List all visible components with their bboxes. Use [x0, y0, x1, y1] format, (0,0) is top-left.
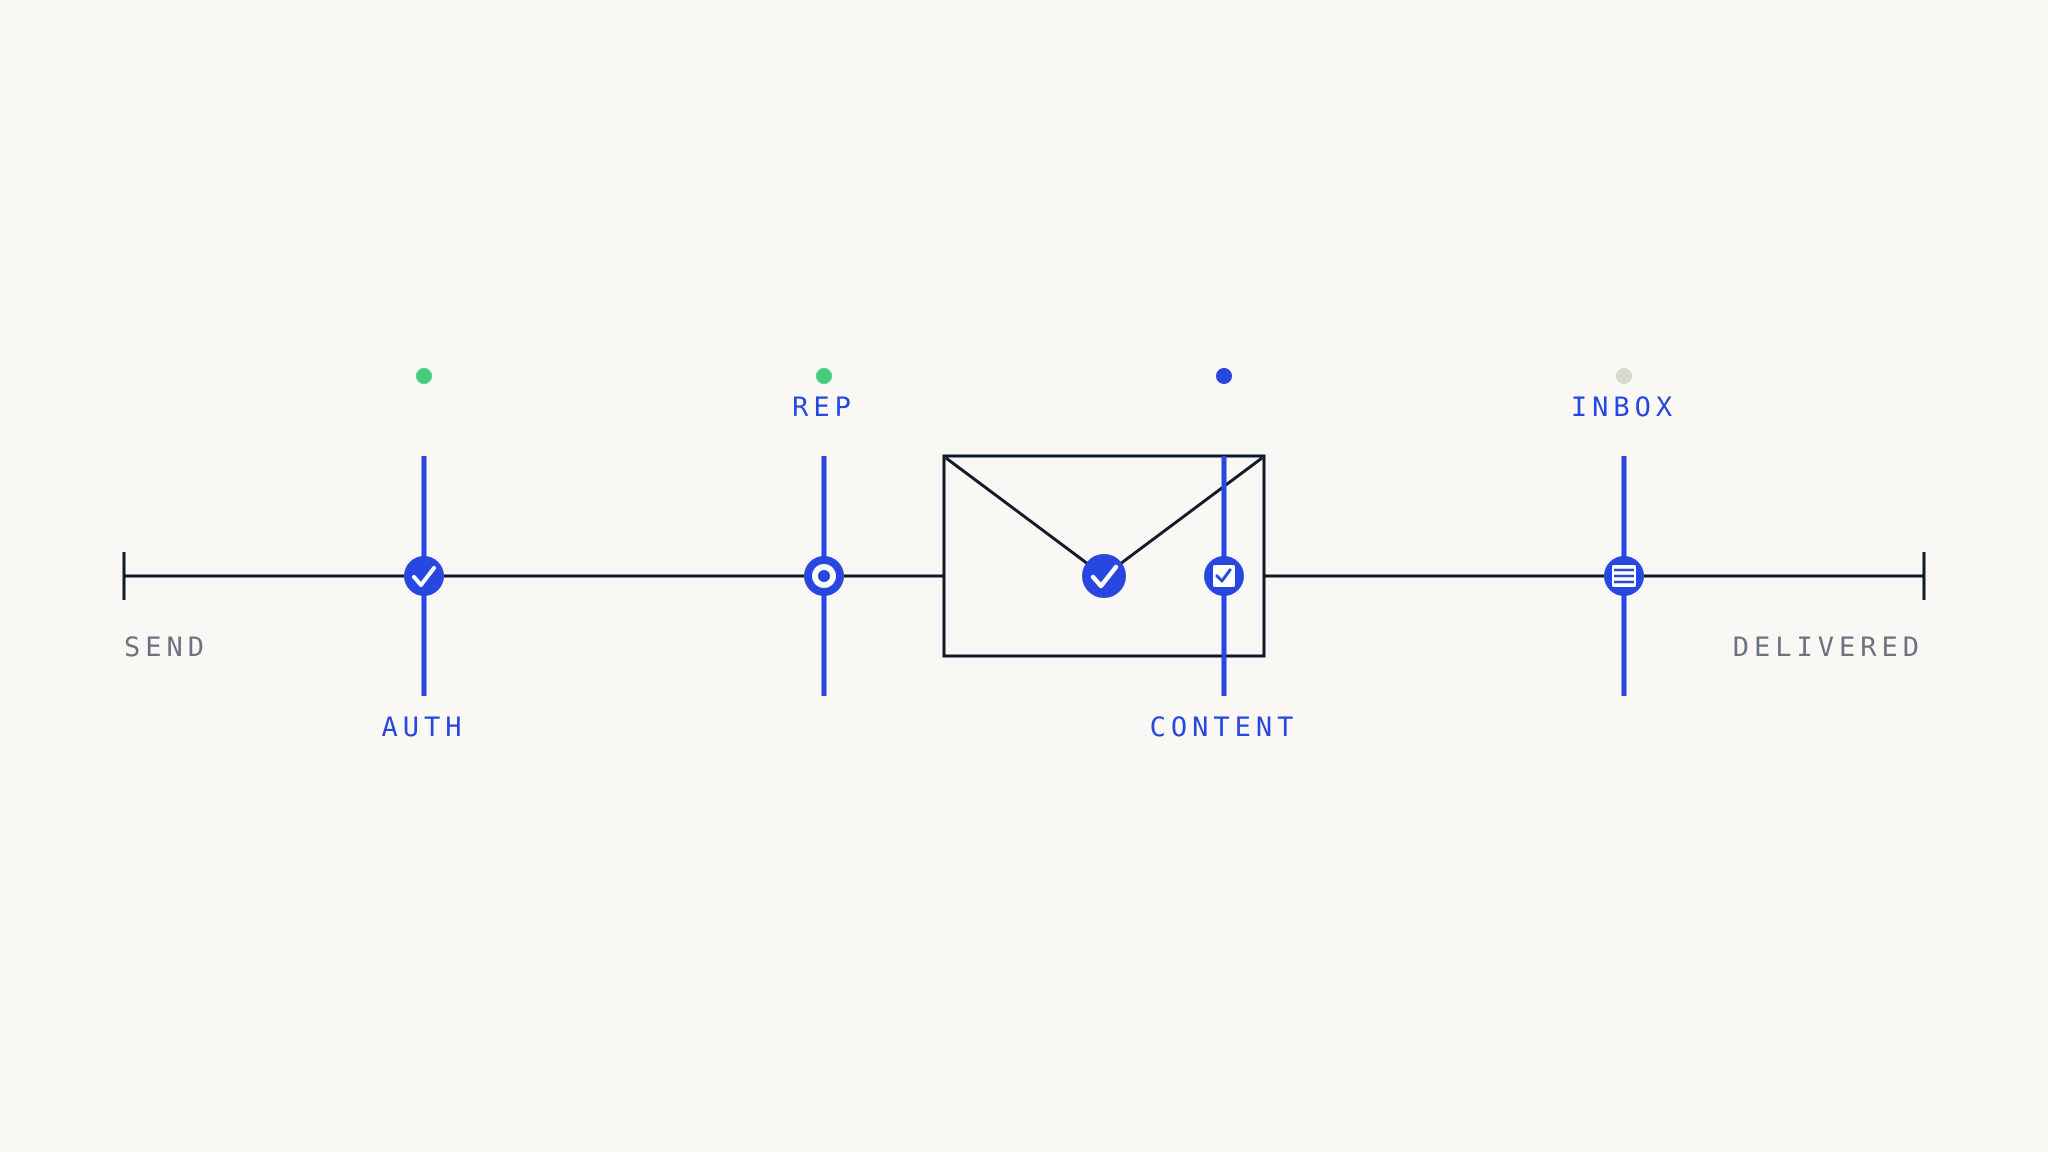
stage-label-content: CONTENT — [1150, 712, 1299, 743]
status-dot-auth — [416, 368, 432, 384]
stage-content[interactable]: CONTENT — [1150, 368, 1299, 743]
stage-label-rep: REP — [792, 392, 856, 423]
stage-label-auth: AUTH — [381, 712, 466, 743]
stage-inbox[interactable]: INBOX — [1571, 368, 1677, 696]
stage-label-inbox: INBOX — [1571, 392, 1677, 423]
status-dot-rep — [816, 368, 832, 384]
status-dot-content — [1216, 368, 1232, 384]
end-label: DELIVERED — [1733, 632, 1924, 663]
status-dot-inbox — [1616, 368, 1632, 384]
check-circle-icon — [404, 556, 444, 596]
stage-rep[interactable]: REP — [792, 368, 856, 696]
start-label: SEND — [124, 632, 209, 663]
target-icon — [804, 556, 844, 596]
list-icon — [1604, 556, 1644, 596]
envelope-check-icon — [1082, 554, 1126, 598]
stage-auth[interactable]: AUTH — [381, 368, 466, 743]
checkbox-icon — [1204, 556, 1244, 596]
